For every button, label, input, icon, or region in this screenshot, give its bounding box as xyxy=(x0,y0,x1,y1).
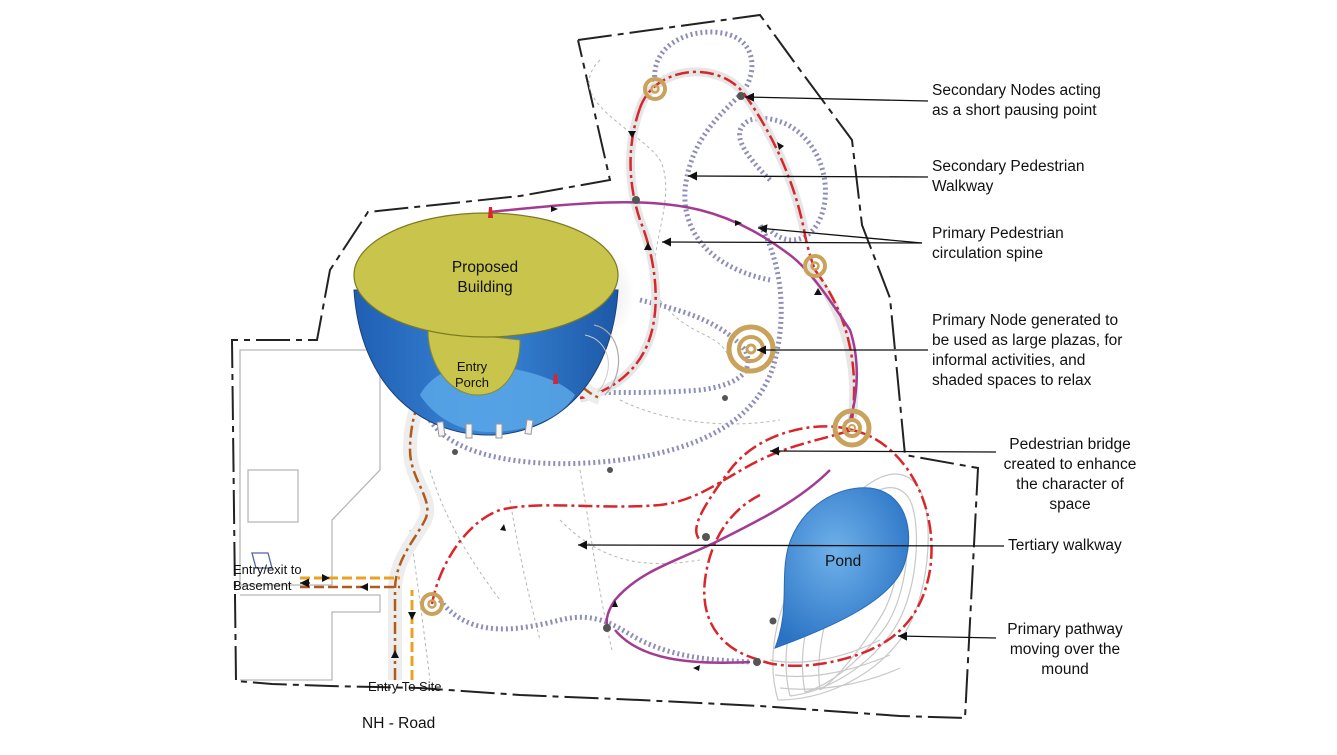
entry-to-site-label: Entry To Site xyxy=(368,679,442,694)
secondary-node xyxy=(803,254,827,278)
callout-primary-spine: Primary Pedestrian circulation spine xyxy=(932,225,1064,262)
callout-secondary-walkway: Secondary Pedestrian Walkway xyxy=(932,158,1085,195)
proposed-building-label: Proposed Building xyxy=(451,259,519,296)
secondary-node xyxy=(420,592,444,616)
proposed-building xyxy=(353,212,620,439)
callout-primary-pathway: Primary pathway moving over the mound xyxy=(1007,621,1123,678)
junction-markers xyxy=(452,92,777,666)
basement-block xyxy=(239,349,381,681)
pond xyxy=(774,487,910,649)
nh-road-label: NH - Road xyxy=(362,715,436,732)
secondary-nodes xyxy=(420,77,827,616)
callout-arrows xyxy=(300,92,1005,641)
primary-node xyxy=(832,408,872,448)
pond-label: Pond xyxy=(825,553,862,570)
entry-porch-label: Entry Porch xyxy=(455,359,489,390)
callout-tertiary-walkway: Tertiary walkway xyxy=(1008,537,1122,554)
basement-entry-label: Entry/exit to Basement xyxy=(233,562,302,593)
callout-pedestrian-bridge: Pedestrian bridge created to enhance the… xyxy=(1003,436,1137,513)
callout-secondary-nodes: Secondary Nodes acting as a short pausin… xyxy=(932,82,1101,119)
secondary-node xyxy=(643,77,667,101)
site-boundary xyxy=(230,13,980,720)
callout-primary-node: Primary Node generated to be used as lar… xyxy=(932,312,1123,389)
primary-nodes xyxy=(726,324,872,448)
primary-node xyxy=(726,324,776,374)
secondary-walkways xyxy=(415,29,828,665)
pedestrian-bridge xyxy=(489,200,858,665)
